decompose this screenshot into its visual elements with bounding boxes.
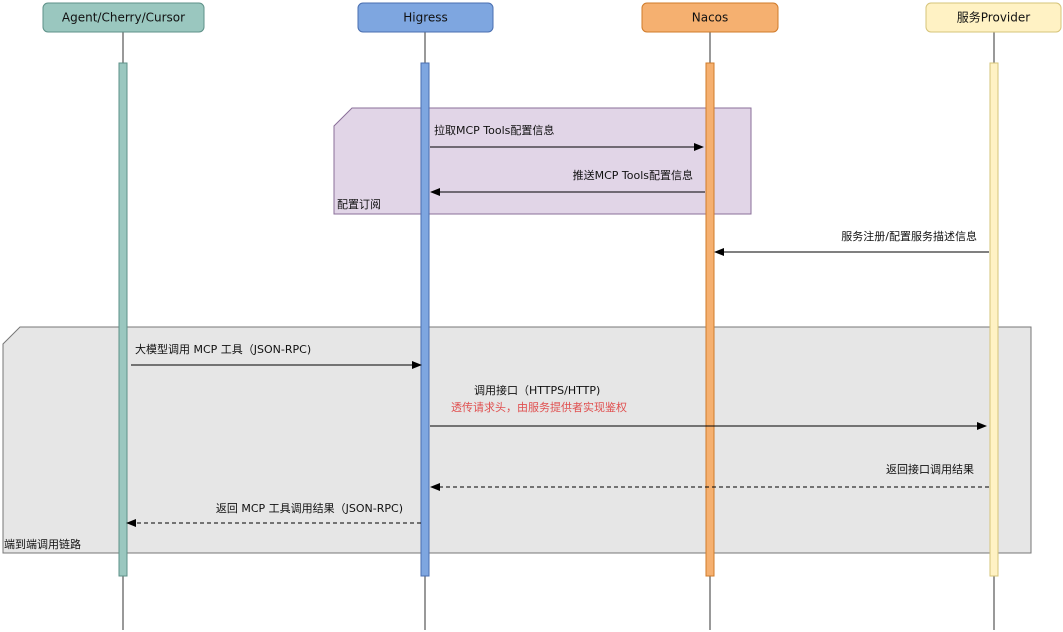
end-to-end-frame: 端到端调用链路 xyxy=(2,326,1032,554)
message-llm-call-tool-label: 大模型调用 MCP 工具（JSON-RPC) xyxy=(135,342,311,356)
message-call-api-note: 透传请求头，由服务提供者实现鉴权 xyxy=(451,400,627,414)
message-call-api-label: 调用接口（HTTPS/HTTP) xyxy=(474,384,600,397)
message-return-tool-result-label: 返回 MCP 工具调用结果（JSON-RPC) xyxy=(216,502,403,515)
message-service-register-label: 服务注册/配置服务描述信息 xyxy=(841,229,977,243)
actor-higress-label: Higress xyxy=(403,11,448,25)
agent-activation-bar xyxy=(118,62,128,577)
message-return-api-result: 返回接口调用结果 xyxy=(430,463,989,491)
actor-nacos[interactable]: Nacos xyxy=(641,2,779,33)
actor-nacos-label: Nacos xyxy=(692,11,729,25)
message-push-config-label: 推送MCP Tools配置信息 xyxy=(573,168,693,182)
message-return-api-result-label: 返回接口调用结果 xyxy=(886,463,974,476)
message-return-tool-result: 返回 MCP 工具调用结果（JSON-RPC) xyxy=(126,502,421,527)
message-call-api: 调用接口（HTTPS/HTTP) 透传请求头，由服务提供者实现鉴权 xyxy=(430,384,987,430)
actor-higress[interactable]: Higress xyxy=(357,2,494,33)
nacos-activation-bar xyxy=(705,62,715,577)
message-pull-config: 拉取MCP Tools配置信息 xyxy=(430,123,704,151)
actor-provider-label: 服务Provider xyxy=(957,10,1030,25)
actor-agent[interactable]: Agent/Cherry/Cursor xyxy=(42,2,205,33)
message-service-register: 服务注册/配置服务描述信息 xyxy=(714,229,989,256)
higress-activation-bar xyxy=(420,62,430,577)
message-push-config: 推送MCP Tools配置信息 xyxy=(430,168,705,196)
actor-agent-label: Agent/Cherry/Cursor xyxy=(62,11,185,25)
provider-activation-bar xyxy=(989,62,999,577)
config-frame-label: 配置订阅 xyxy=(337,198,381,211)
actor-provider[interactable]: 服务Provider xyxy=(925,2,1062,33)
config-subscription-frame: 配置订阅 xyxy=(333,107,752,215)
message-llm-call-tool: 大模型调用 MCP 工具（JSON-RPC) xyxy=(131,342,422,369)
e2e-frame-label: 端到端调用链路 xyxy=(4,537,81,551)
message-pull-config-label: 拉取MCP Tools配置信息 xyxy=(434,123,554,137)
